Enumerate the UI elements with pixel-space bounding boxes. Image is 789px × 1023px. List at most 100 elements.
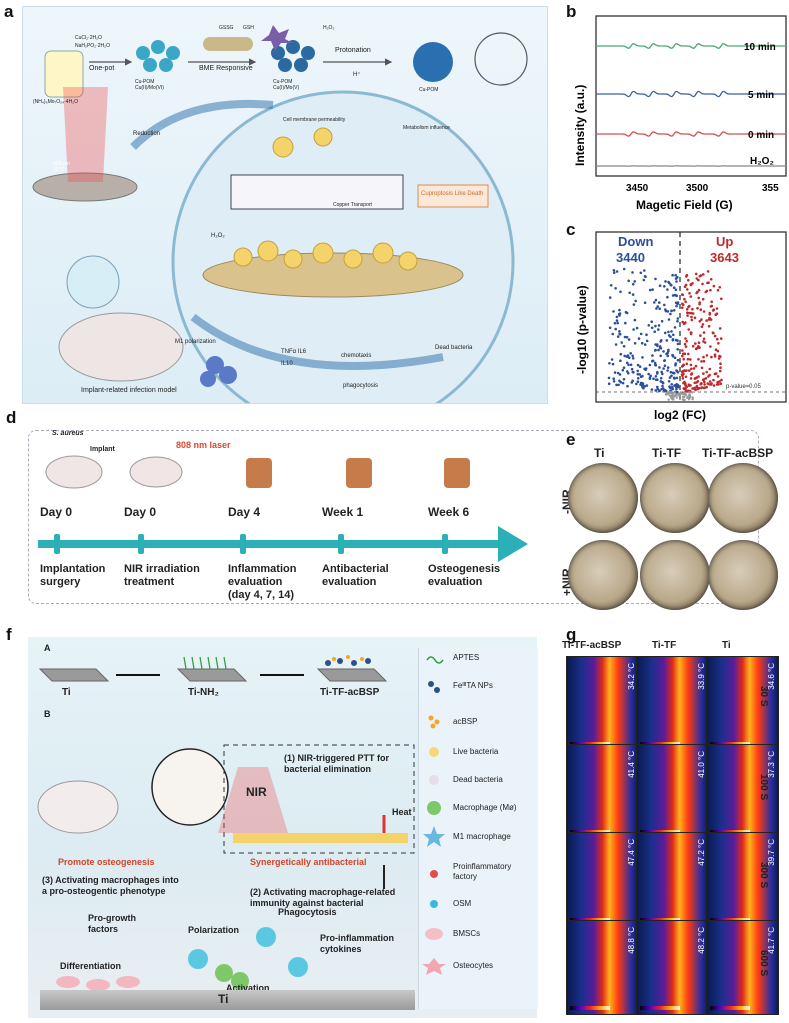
volcano-point — [710, 301, 713, 304]
stage-ti-nh2: Ti-NH₂ — [188, 687, 219, 698]
volcano-point — [675, 280, 678, 283]
volcano-point — [636, 327, 639, 330]
label-s-aureus: S. aureus — [52, 430, 84, 437]
volcano-point — [670, 284, 673, 287]
volcano-point — [692, 345, 695, 348]
volcano-point — [674, 274, 677, 277]
volcano-point — [632, 357, 635, 360]
label-metabolism: Metabolism influence — [403, 125, 450, 131]
thermal-row-300s: 300 S — [758, 862, 769, 888]
volcano-point — [637, 380, 640, 383]
volcano-point — [695, 292, 698, 295]
volcano-point — [671, 274, 674, 277]
volcano-point — [626, 385, 629, 388]
volcano-point-ns — [689, 396, 691, 398]
volcano-point — [719, 327, 722, 330]
volcano-point — [657, 328, 660, 331]
volcano-point-ns — [684, 391, 686, 393]
volcano-point — [702, 379, 705, 382]
volcano-point — [675, 383, 678, 386]
volcano-point — [644, 343, 647, 346]
reagent-label-2: NaH₂PO₂·2H₂O — [75, 43, 110, 49]
dead-bacteria-icon — [429, 775, 439, 785]
volcano-point — [642, 382, 645, 385]
volcano-point — [675, 339, 678, 342]
volcano-point — [710, 278, 713, 281]
volcano-point — [645, 333, 648, 336]
volcano-point — [654, 362, 657, 365]
volcano-point — [631, 271, 634, 274]
volcano-point — [657, 349, 660, 352]
volcano-point — [664, 364, 667, 367]
volcano-point — [658, 301, 661, 304]
step-label-one-pot: One-pot — [89, 65, 114, 72]
volcano-point — [683, 387, 686, 390]
step3-label: (3) Activating macrophages into a pro-os… — [42, 875, 179, 897]
volcano-point — [690, 284, 693, 287]
macrophage-icon — [427, 801, 441, 815]
volcano-point — [687, 279, 690, 282]
volcano-point — [665, 353, 668, 356]
volcano-point — [709, 289, 712, 292]
volcano-point — [622, 369, 625, 372]
volcano-point — [612, 377, 615, 380]
volcano-point — [643, 385, 646, 388]
volcano-point — [623, 366, 626, 369]
label-proton: H⁺ — [353, 71, 361, 78]
volcano-point — [620, 353, 623, 356]
dish-acbsp-minus-nir — [708, 463, 778, 533]
legend-osteocytes: Osteocytes — [453, 961, 493, 970]
thermal-colorbar — [710, 1006, 750, 1010]
volcano-point — [719, 286, 722, 289]
volcano-point — [696, 376, 699, 379]
volcano-point — [694, 317, 697, 320]
legend-proinflammatory: Proinflammatory factory — [453, 862, 511, 882]
volcano-point — [689, 358, 692, 361]
volcano-point — [663, 304, 666, 307]
label-chemotaxis: chemotaxis — [341, 353, 371, 359]
volcano-point — [699, 334, 702, 337]
pro-growth-label: Pro-growth factors — [88, 913, 136, 935]
dish-ti-tf-plus-nir — [640, 540, 710, 610]
volcano-point — [614, 371, 617, 374]
volcano-point — [659, 340, 662, 343]
epr-ylabel: Intensity (a.u.) — [573, 85, 587, 166]
panel-c-volcano-plot: Down 3440 Up 3643 p-value=0.05 log2 (FC)… — [556, 224, 789, 424]
species-label-1: Cu-POM Cu(II)/Mo(VI) — [135, 79, 164, 91]
volcano-point — [698, 346, 701, 349]
volcano-point — [703, 331, 706, 334]
volcano-point-ns — [688, 391, 690, 393]
volcano-point — [608, 362, 611, 365]
nir-beam-icon — [218, 767, 288, 833]
magnified-implant-icon — [67, 256, 119, 308]
volcano-point — [703, 338, 706, 341]
volcano-point — [686, 288, 689, 291]
volcano-point — [614, 328, 617, 331]
ti-nh2-plate-icon — [178, 669, 246, 681]
panel-label-a: a — [4, 2, 13, 22]
volcano-point — [698, 341, 701, 344]
volcano-point — [661, 385, 664, 388]
volcano-point — [701, 326, 704, 329]
volcano-point — [676, 276, 679, 279]
volcano-point — [696, 307, 699, 310]
volcano-point — [687, 353, 690, 356]
volcano-point-ns — [685, 394, 687, 396]
volcano-point — [623, 378, 626, 381]
volcano-point — [688, 312, 691, 315]
volcano-point — [614, 287, 617, 290]
volcano-point — [709, 345, 712, 348]
volcano-point — [702, 273, 705, 276]
volcano-point — [632, 328, 635, 331]
volcano-point — [668, 380, 671, 383]
volcano-point-ns — [684, 399, 686, 401]
timeline-arrowhead-icon — [498, 526, 528, 562]
volcano-point — [685, 345, 688, 348]
volcano-point — [640, 272, 643, 275]
volcano-point — [659, 355, 662, 358]
volcano-point-ns — [667, 392, 669, 394]
volcano-point — [655, 307, 658, 310]
volcano-point — [656, 388, 659, 391]
volcano-point — [652, 377, 655, 380]
volcano-point — [674, 357, 677, 360]
